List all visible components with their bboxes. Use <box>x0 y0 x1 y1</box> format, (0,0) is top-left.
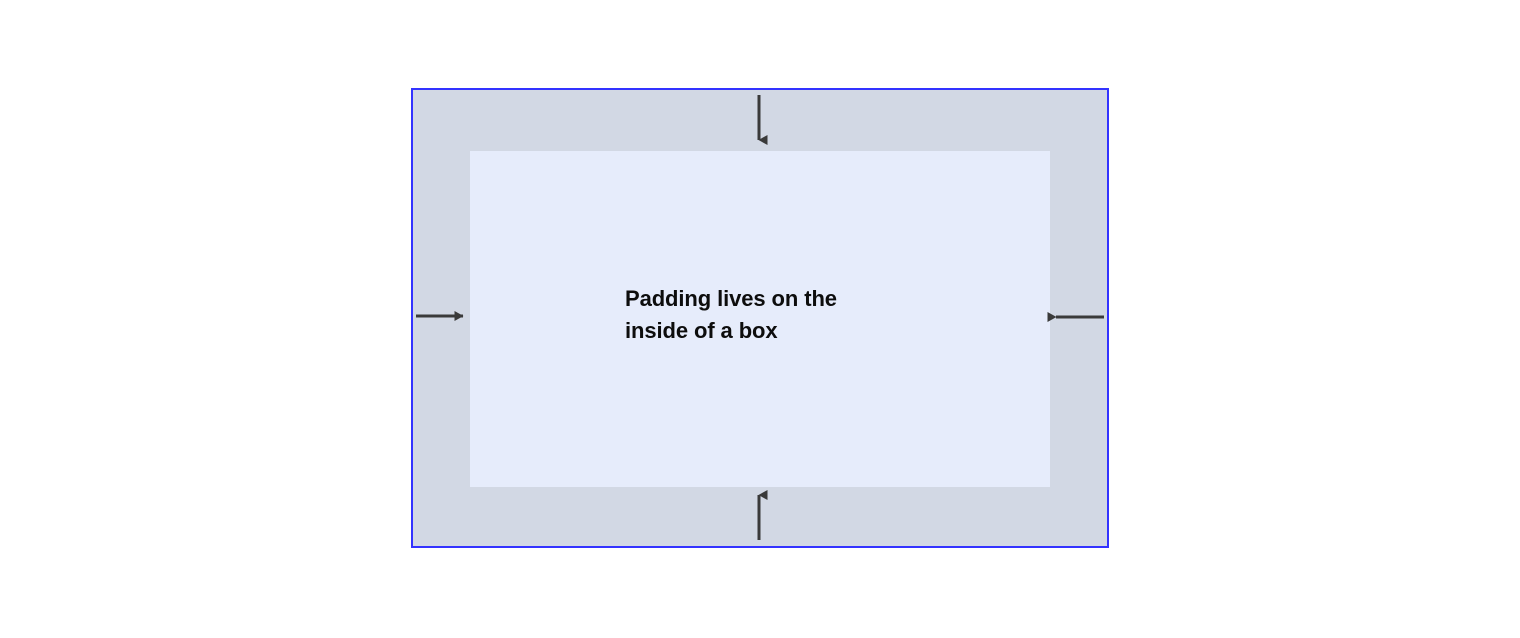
content-region-box <box>470 151 1050 487</box>
content-label-text: Padding lives on the inside of a box <box>625 286 837 343</box>
